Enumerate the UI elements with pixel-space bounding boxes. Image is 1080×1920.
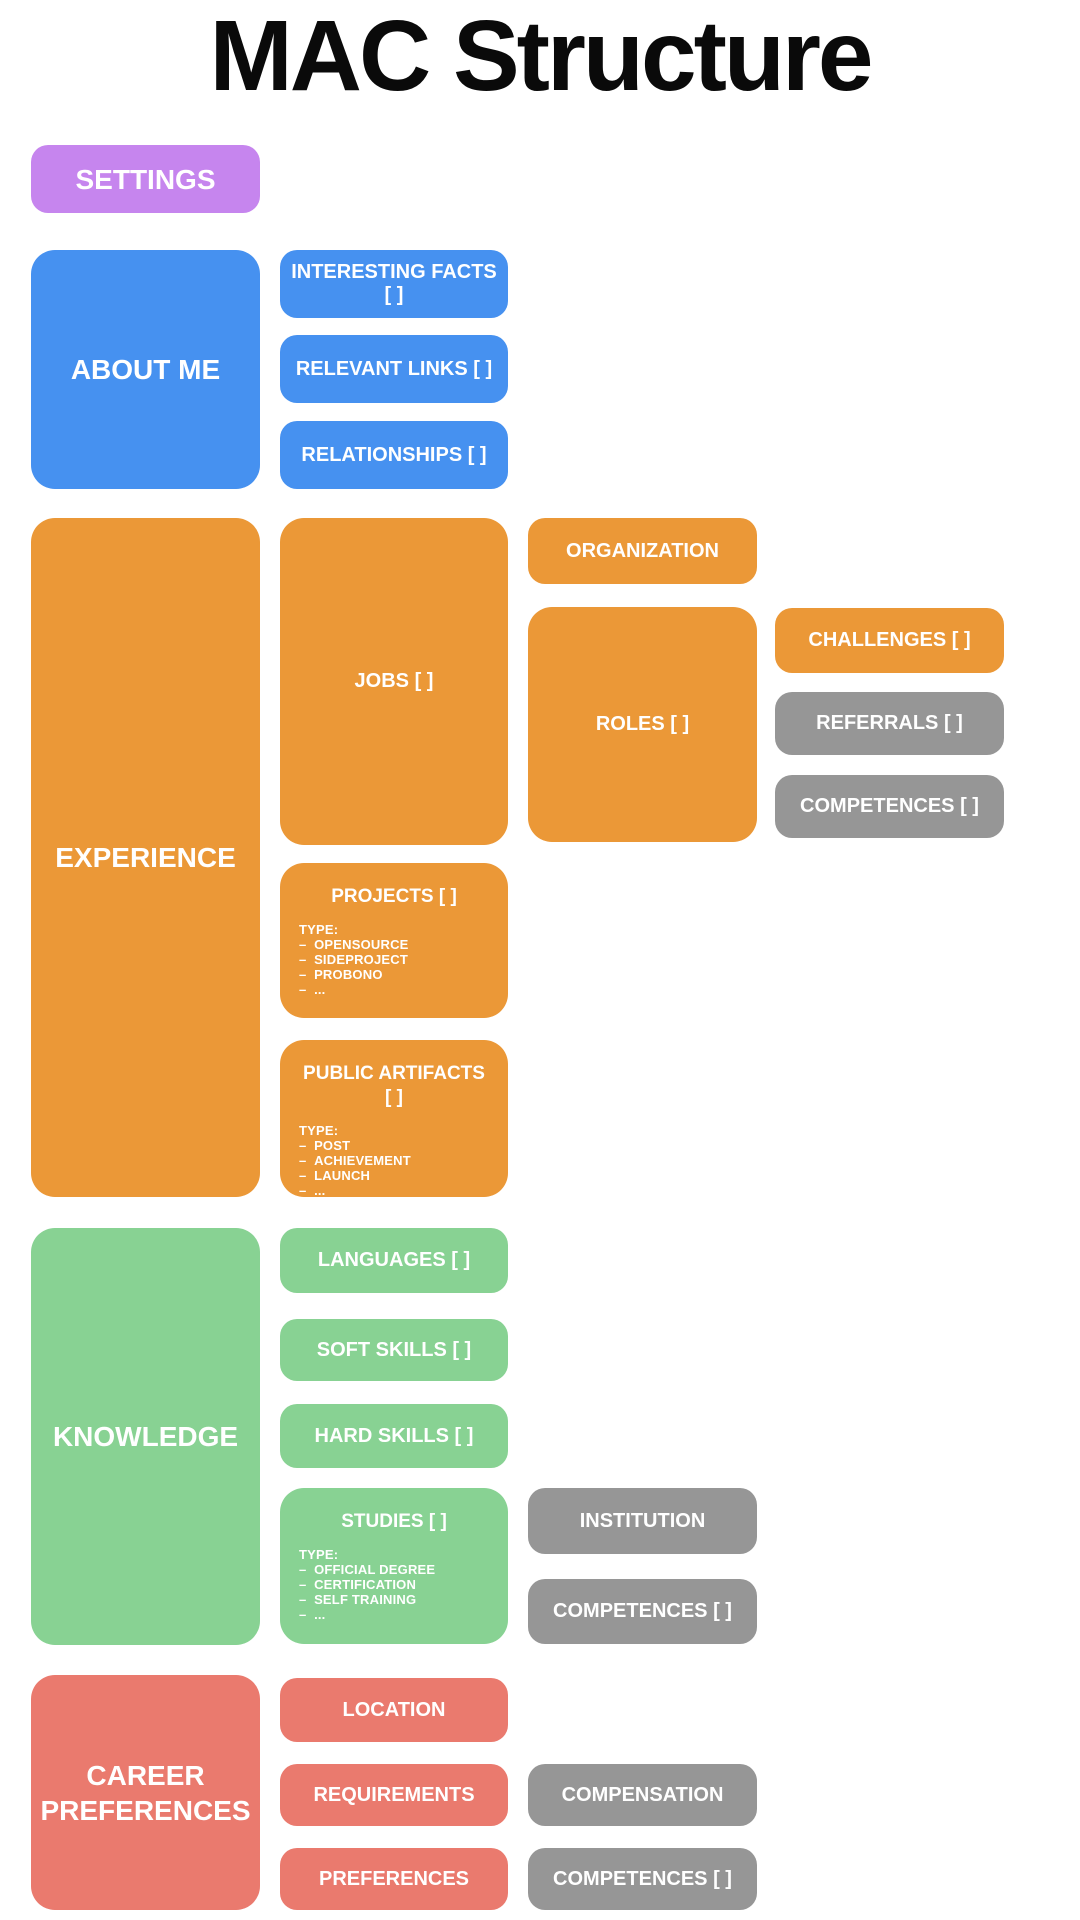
languages-box[interactable]: LANGUAGES [ ] bbox=[280, 1228, 508, 1293]
type-item: ... bbox=[299, 1183, 489, 1198]
roles-box[interactable]: ROLES [ ] bbox=[528, 607, 757, 842]
knowledge-label: KNOWLEDGE bbox=[52, 1421, 239, 1452]
relationships-label: RELATIONSHIPS [ ] bbox=[301, 443, 487, 466]
compensation-box[interactable]: COMPENSATION bbox=[528, 1764, 757, 1826]
studies-competences-box[interactable]: COMPETENCES [ ] bbox=[528, 1579, 757, 1644]
public-artifacts-box[interactable]: PUBLIC ARTIFACTS [ ] TYPE: POST ACHIEVEM… bbox=[280, 1040, 508, 1198]
challenges-box[interactable]: CHALLENGES [ ] bbox=[775, 608, 1004, 673]
preferences-box[interactable]: PREFERENCES bbox=[280, 1848, 508, 1910]
studies-competences-label: COMPETENCES [ ] bbox=[553, 1600, 732, 1622]
hard-skills-label: HARD SKILLS [ ] bbox=[314, 1424, 474, 1447]
type-item: PROBONO bbox=[299, 967, 489, 982]
location-box[interactable]: LOCATION bbox=[280, 1678, 508, 1742]
institution-box[interactable]: INSTITUTION bbox=[528, 1488, 757, 1554]
type-item: SELF TRAINING bbox=[299, 1592, 489, 1607]
soft-skills-label: SOFT SKILLS [ ] bbox=[316, 1338, 472, 1361]
projects-label: PROJECTS [ ] bbox=[331, 886, 457, 907]
roles-label: ROLES [ ] bbox=[595, 713, 690, 735]
type-item: POST bbox=[299, 1138, 489, 1153]
preferences-competences-box[interactable]: COMPETENCES [ ] bbox=[528, 1848, 757, 1910]
jobs-label: JOBS [ ] bbox=[354, 670, 434, 692]
languages-label: LANGUAGES [ ] bbox=[317, 1249, 471, 1271]
experience-box[interactable]: EXPERIENCE bbox=[31, 518, 260, 1197]
public-artifacts-label: PUBLIC ARTIFACTS [ ] bbox=[303, 1063, 485, 1108]
referrals-box[interactable]: REFERRALS [ ] bbox=[775, 692, 1004, 755]
type-item: CERTIFICATION bbox=[299, 1577, 489, 1592]
referrals-label: REFERRALS [ ] bbox=[816, 712, 963, 734]
preferences-label: PREFERENCES bbox=[318, 1867, 470, 1890]
type-item: LAUNCH bbox=[299, 1168, 489, 1183]
settings-label: SETTINGS bbox=[75, 163, 216, 195]
career-preferences-label: CAREER PREFERENCES bbox=[40, 1759, 251, 1826]
type-heading: TYPE: bbox=[299, 922, 339, 937]
experience-label: EXPERIENCE bbox=[55, 842, 236, 873]
page-title: MAC Structure bbox=[209, 0, 873, 112]
studies-type-list: TYPE: OFFICIAL DEGREE CERTIFICATION SELF… bbox=[299, 1547, 489, 1622]
roles-competences-label: COMPETENCES [ ] bbox=[800, 795, 979, 817]
interesting-facts-box[interactable]: INTERESTING FACTS [ ] bbox=[280, 250, 508, 318]
studies-box[interactable]: STUDIES [ ] TYPE: OFFICIAL DEGREE CERTIF… bbox=[280, 1488, 508, 1644]
career-preferences-box[interactable]: CAREER PREFERENCES bbox=[31, 1675, 260, 1910]
requirements-box[interactable]: REQUIREMENTS bbox=[280, 1764, 508, 1826]
settings-box[interactable]: SETTINGS bbox=[31, 145, 260, 213]
institution-label: INSTITUTION bbox=[579, 1509, 706, 1532]
preferences-competences-label: COMPETENCES [ ] bbox=[553, 1867, 732, 1890]
type-item: ACHIEVEMENT bbox=[299, 1153, 489, 1168]
type-item: ... bbox=[299, 982, 489, 997]
studies-label: STUDIES [ ] bbox=[341, 1511, 447, 1532]
type-item: OPENSOURCE bbox=[299, 937, 489, 952]
relevant-links-label: RELEVANT LINKS [ ] bbox=[295, 357, 493, 380]
location-label: LOCATION bbox=[342, 1698, 446, 1721]
knowledge-box[interactable]: KNOWLEDGE bbox=[31, 1228, 260, 1645]
type-heading: TYPE: bbox=[299, 1123, 339, 1138]
roles-competences-box[interactable]: COMPETENCES [ ] bbox=[775, 775, 1004, 838]
hard-skills-box[interactable]: HARD SKILLS [ ] bbox=[280, 1404, 508, 1468]
relationships-box[interactable]: RELATIONSHIPS [ ] bbox=[280, 421, 508, 489]
organization-box[interactable]: ORGANIZATION bbox=[528, 518, 757, 584]
about-me-label: ABOUT ME bbox=[70, 354, 221, 385]
type-item: ... bbox=[299, 1607, 489, 1622]
type-item: OFFICIAL DEGREE bbox=[299, 1562, 489, 1577]
interesting-facts-label: INTERESTING FACTS [ ] bbox=[291, 261, 497, 306]
relevant-links-box[interactable]: RELEVANT LINKS [ ] bbox=[280, 335, 508, 403]
about-me-box[interactable]: ABOUT ME bbox=[31, 250, 260, 489]
jobs-box[interactable]: JOBS [ ] bbox=[280, 518, 508, 845]
soft-skills-box[interactable]: SOFT SKILLS [ ] bbox=[280, 1319, 508, 1381]
type-heading: TYPE: bbox=[299, 1547, 339, 1562]
compensation-label: COMPENSATION bbox=[561, 1783, 724, 1806]
projects-box[interactable]: PROJECTS [ ] TYPE: OPENSOURCE SIDEPROJEC… bbox=[280, 863, 508, 1018]
challenges-label: CHALLENGES [ ] bbox=[808, 629, 971, 651]
requirements-label: REQUIREMENTS bbox=[313, 1783, 475, 1806]
public-artifacts-type-list: TYPE: POST ACHIEVEMENT LAUNCH ... bbox=[299, 1123, 489, 1198]
type-item: SIDEPROJECT bbox=[299, 952, 489, 967]
organization-label: ORGANIZATION bbox=[566, 539, 719, 562]
projects-type-list: TYPE: OPENSOURCE SIDEPROJECT PROBONO ... bbox=[299, 922, 489, 997]
